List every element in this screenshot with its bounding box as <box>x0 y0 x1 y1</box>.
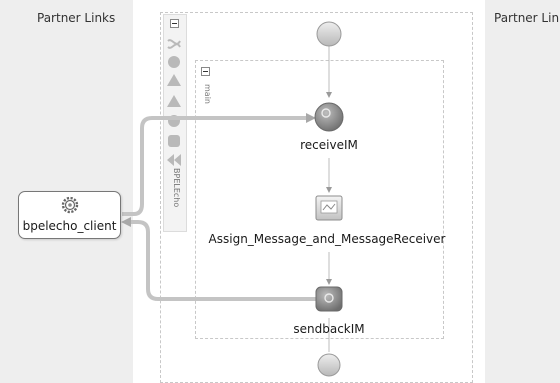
receive-link[interactable] <box>122 113 316 216</box>
receive-activity-label: receiveIM <box>300 138 358 152</box>
collapse-process-button[interactable] <box>170 19 179 28</box>
collapse-main-button[interactable] <box>201 67 210 76</box>
sequence-arrowheads <box>326 92 332 285</box>
assign-activity-label: Assign_Message_and_MessageReceiver <box>208 232 446 246</box>
receive-activity[interactable] <box>314 102 344 132</box>
circle-icon[interactable] <box>166 55 182 69</box>
partner-link-bpelecho-client[interactable]: bpelecho_client <box>18 191 121 239</box>
partner-link-label: bpelecho_client <box>22 219 117 233</box>
flow-icon[interactable] <box>166 37 182 51</box>
reply-activity-label: sendbackIM <box>293 322 365 336</box>
triangle-icon[interactable] <box>166 94 182 108</box>
end-node[interactable] <box>317 353 341 377</box>
partner-links-lane-right <box>485 0 560 383</box>
triangle-icon[interactable] <box>166 73 182 87</box>
assign-activity[interactable] <box>315 195 343 221</box>
start-node[interactable] <box>316 21 342 47</box>
reply-activity[interactable] <box>315 286 343 312</box>
rewind-icon[interactable] <box>166 153 182 167</box>
square-icon[interactable] <box>166 134 182 148</box>
gear-icon <box>61 196 79 214</box>
reply-link[interactable] <box>121 217 316 301</box>
partner-links-title-left: Partner Links <box>37 11 116 25</box>
partner-links-title-right: Partner Links <box>494 11 560 25</box>
